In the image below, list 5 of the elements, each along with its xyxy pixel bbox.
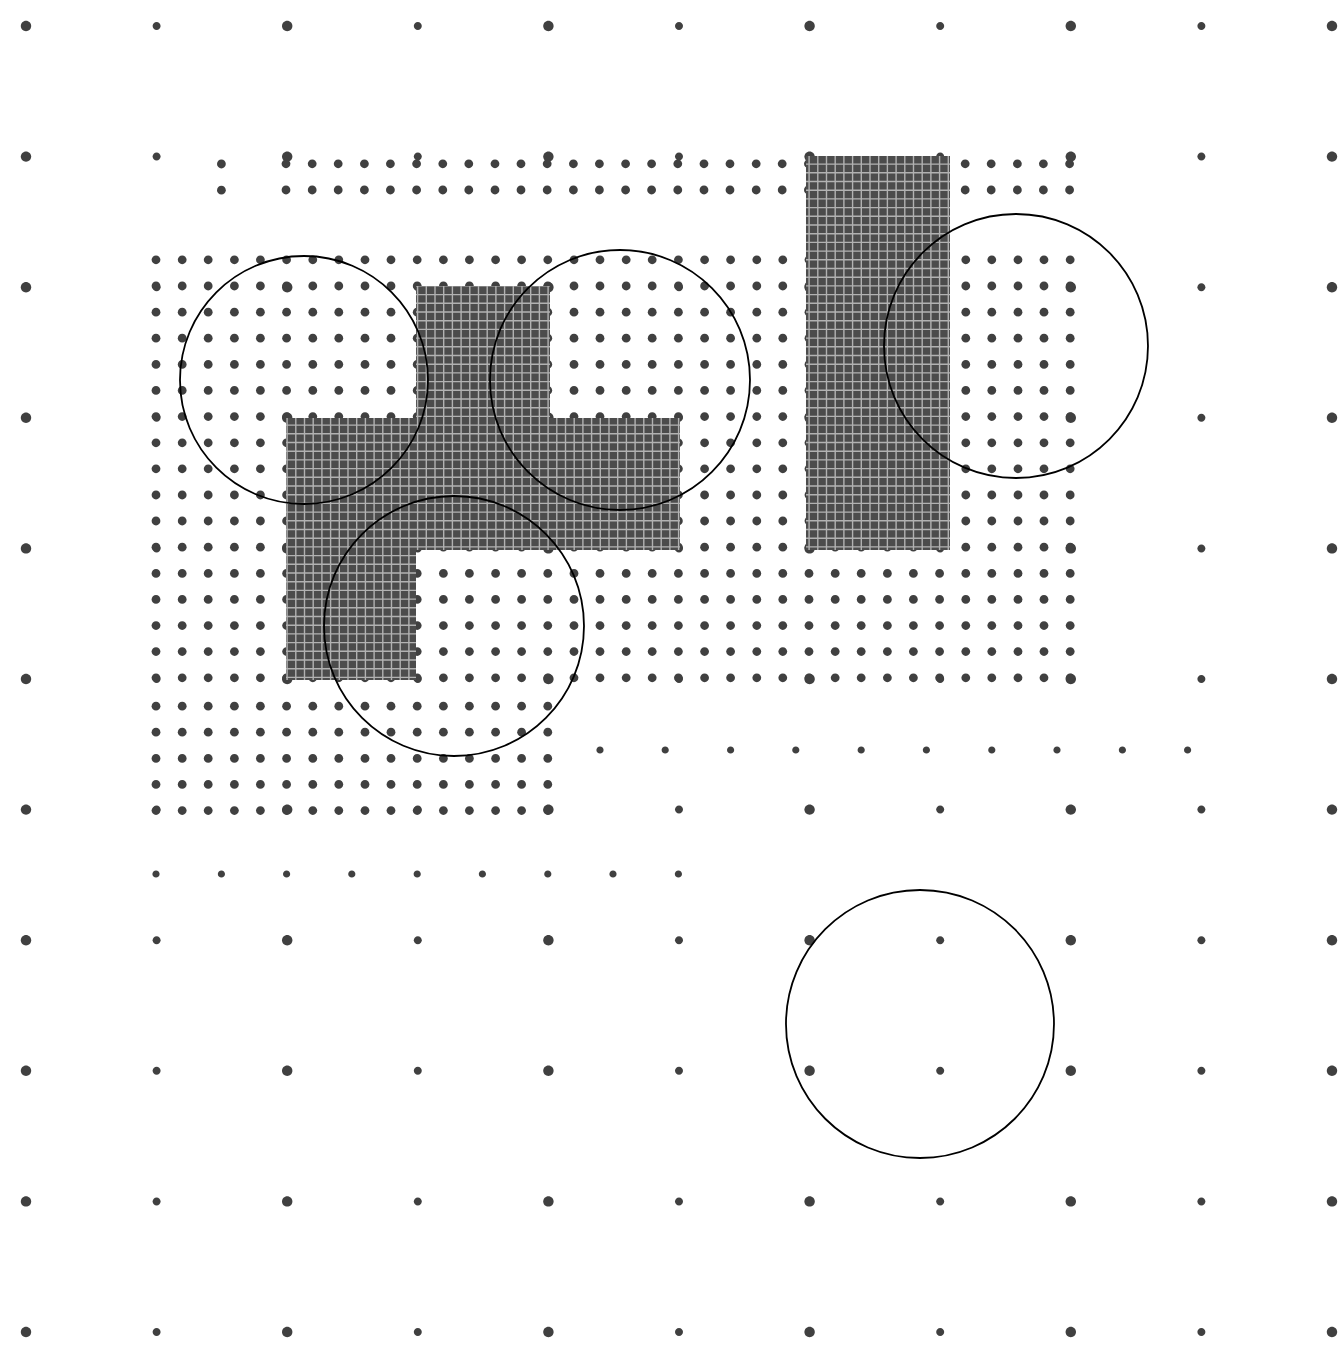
circle: [883, 213, 1149, 479]
circle: [489, 249, 751, 511]
circle: [179, 255, 429, 505]
circle: [785, 889, 1055, 1159]
circle: [323, 495, 585, 757]
